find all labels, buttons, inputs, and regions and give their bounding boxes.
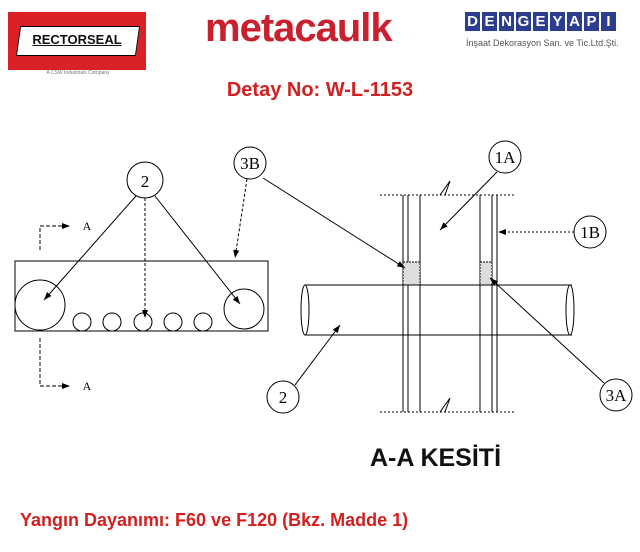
rectorseal-text: RECTORSEAL bbox=[32, 32, 122, 47]
detail-number: Detay No: W-L-1153 bbox=[226, 79, 414, 101]
section-mark-top: A bbox=[83, 219, 92, 233]
logo-letter: A bbox=[567, 12, 582, 31]
callout-3a: 3A bbox=[606, 386, 628, 405]
callout-2: 2 bbox=[141, 172, 150, 191]
callout-1a: 1A bbox=[495, 148, 517, 167]
logo-letter: E bbox=[533, 12, 548, 31]
logo-letter: E bbox=[482, 12, 497, 31]
callout-3b: 3B bbox=[240, 154, 260, 173]
fire-rating: Yangın Dayanımı: F60 ve F120 (Bkz. Madde… bbox=[20, 510, 409, 530]
section-mark-bottom: A bbox=[83, 379, 92, 393]
logo-letter: N bbox=[499, 12, 514, 31]
rectorseal-subtitle: A CSW Industrials Company bbox=[46, 70, 110, 76]
section-view bbox=[262, 140, 633, 414]
dengeyapi-subtitle: İnşaat Dekorasyon San. ve Tic.Ltd.Şti. bbox=[466, 38, 619, 48]
logo-letter: G bbox=[516, 12, 531, 31]
metacaulk-logo: metacaulk bbox=[205, 6, 393, 50]
logo-letter: Y bbox=[550, 12, 565, 31]
section-title: A-A KESİTİ bbox=[370, 444, 502, 472]
callout-1b: 1B bbox=[580, 223, 600, 242]
logo-letter: I bbox=[601, 12, 616, 31]
rectorseal-logo: RECTORSEAL bbox=[8, 12, 146, 70]
logo-letter: P bbox=[584, 12, 599, 31]
plan-view bbox=[14, 146, 269, 389]
logo-letter: D bbox=[465, 12, 480, 31]
callout-2-section: 2 bbox=[279, 388, 288, 407]
